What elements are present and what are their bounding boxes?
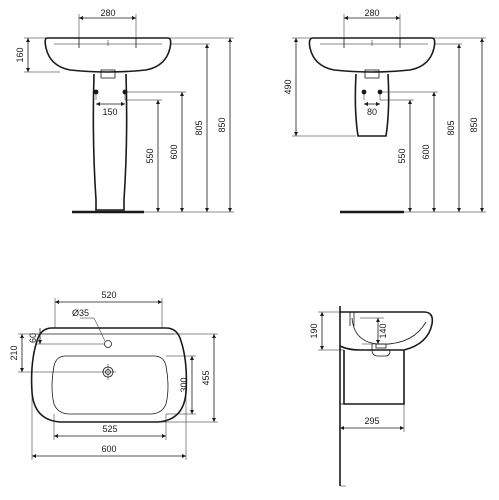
dim-600-label: 600 [169, 144, 179, 159]
dim-80-label: 80 [367, 107, 377, 117]
tap-hole [104, 340, 112, 348]
dim-805-label: 805 [194, 120, 204, 135]
basin-outline [308, 37, 436, 73]
dim-455-label: 455 [201, 370, 211, 385]
bowl-section [351, 317, 427, 345]
dim-150-label: 150 [102, 107, 117, 117]
dim-520-label: 520 [101, 290, 116, 300]
side-section-view: 190 140 295 [309, 306, 434, 487]
bowl-plan-outline [51, 355, 169, 415]
basin-plan-outline [30, 327, 188, 423]
pedestal-outline [92, 73, 128, 211]
semi-pedestal-outline [354, 73, 390, 137]
dim-190-label: 190 [309, 323, 319, 338]
waste-trap [371, 344, 391, 357]
dim-280-label: 280 [364, 8, 379, 18]
dim-140-label: 140 [378, 323, 388, 338]
dim-160-label: 160 [15, 47, 25, 62]
front-view-semi-pedestal: 280 490 80 550 600 805 850 [283, 8, 486, 214]
dim-280-label: 280 [100, 8, 115, 18]
dim-60-label: 60 [28, 333, 38, 343]
waste-connection [100, 69, 116, 79]
dim-295-label: 295 [364, 416, 379, 426]
dim-tap-hole-label: Ø35 [72, 308, 89, 318]
front-view-pedestal: 280 160 150 550 600 805 850 [15, 8, 234, 214]
dim-490-label: 490 [283, 79, 293, 94]
dim-805-label: 805 [446, 120, 456, 135]
dim-600-label: 600 [421, 144, 431, 159]
basin-outline [44, 37, 172, 73]
dim-550-label: 550 [397, 148, 407, 163]
dim-850-label: 850 [469, 117, 479, 132]
dim-550-label: 550 [145, 148, 155, 163]
dim-525-label: 525 [102, 424, 117, 434]
pedestal-side-outline [343, 350, 405, 405]
dim-850-label: 850 [217, 117, 227, 132]
plan-view: 520 Ø35 60 210 300 455 525 600 [9, 290, 218, 460]
basin-side-outline [339, 311, 434, 351]
dim-600-label: 600 [101, 444, 116, 454]
dim-300-label: 300 [179, 377, 189, 392]
waste-connection [364, 69, 380, 79]
dim-210-label: 210 [9, 345, 19, 360]
